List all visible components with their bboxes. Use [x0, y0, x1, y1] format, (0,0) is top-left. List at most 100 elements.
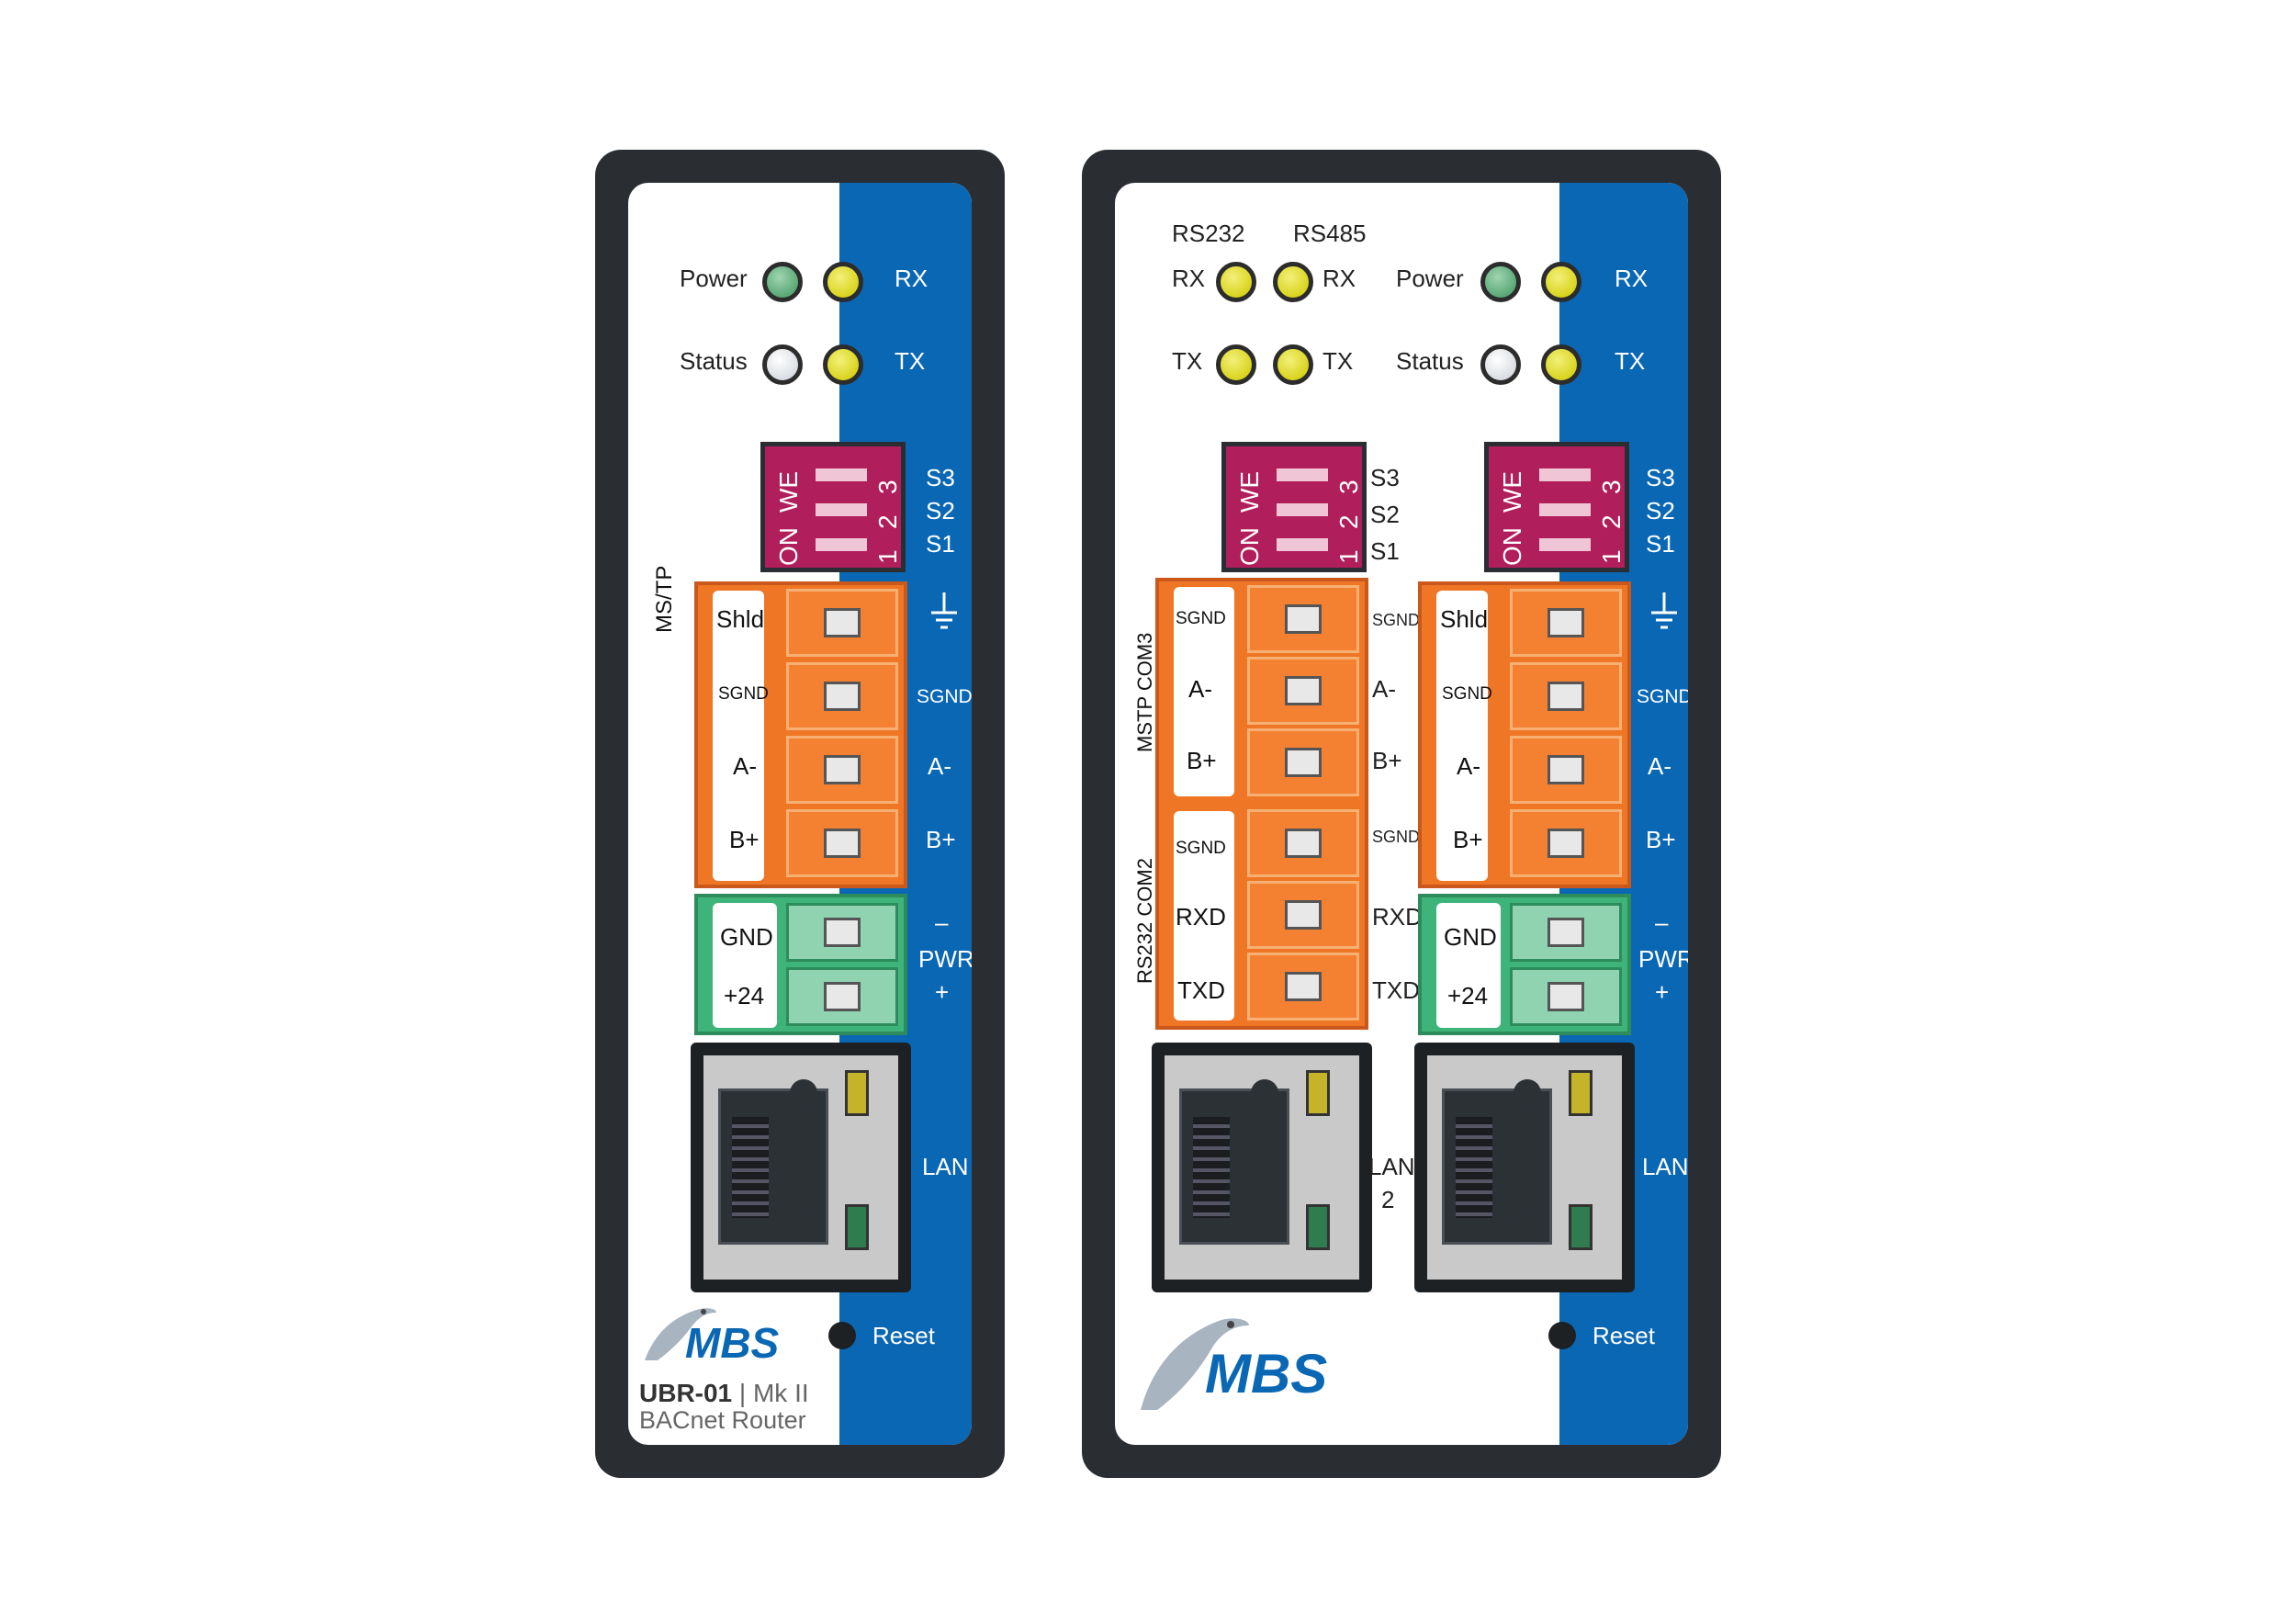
tx-led-2: [1541, 344, 1581, 385]
lan-link-led: [845, 1204, 869, 1250]
s2-label: S2: [926, 497, 955, 524]
dip2-switch-2[interactable]: [1539, 503, 1591, 516]
pwr-plus-label-2: +: [1655, 978, 1670, 1006]
dip2-switch-3[interactable]: [1539, 468, 1591, 481]
right-label-a-2: A-: [1648, 752, 1671, 780]
mstp-terminal-block: [694, 581, 907, 888]
lan2-port[interactable]: [1152, 1043, 1372, 1292]
com-dip-switch-2[interactable]: [1277, 503, 1328, 516]
dip-switch-3[interactable]: [816, 468, 867, 481]
dip2-num-2: 2: [1597, 514, 1626, 529]
com2-right-txd: TXD: [1372, 976, 1420, 1004]
com3-label-b: B+: [1187, 747, 1217, 774]
power-slot-gnd-2[interactable]: [1510, 903, 1622, 962]
pwr-label: PWR: [918, 945, 972, 973]
terminal-slot-shld-2[interactable]: [1510, 589, 1622, 657]
ground-icon-2: [1651, 592, 1677, 629]
s3-label: S3: [926, 464, 955, 491]
lan-activity-led: [845, 1070, 869, 1116]
dip-num-2: 2: [873, 514, 902, 529]
com-s1-label: S1: [1370, 537, 1400, 565]
dip-switch-2[interactable]: ON WE 1 2 3: [1484, 442, 1629, 572]
power-slot-24[interactable]: [786, 967, 898, 1026]
com-dip-switch-1[interactable]: [1277, 538, 1328, 551]
right-label-sgnd: SGND: [917, 686, 972, 707]
terminal-label-b: B+: [729, 826, 760, 853]
rx-led-2: [1541, 262, 1581, 302]
com2-slot-rxd[interactable]: [1247, 881, 1359, 949]
dip2-on-label: ON: [1498, 527, 1526, 566]
dip-switch-2[interactable]: [816, 503, 867, 516]
terminal-label-shld-2: Shld: [1440, 605, 1489, 633]
dip-on-label: ON: [774, 527, 803, 566]
com-dip-num-3: 3: [1334, 479, 1363, 494]
dip-switch-1[interactable]: [816, 538, 867, 551]
dip2-switch-1[interactable]: [1539, 538, 1591, 551]
power-slot-24-2[interactable]: [1510, 967, 1622, 1026]
rx-led-label: RX: [895, 265, 929, 292]
com2-slot-sgnd[interactable]: [1247, 809, 1359, 877]
com-dip-switch-3[interactable]: [1277, 468, 1328, 481]
s1-label: S1: [926, 530, 955, 558]
com2-right-sgnd: SGND: [1372, 828, 1421, 846]
lan-activity-led-2: [1569, 1070, 1593, 1116]
lan-link-led-2: [1569, 1204, 1593, 1250]
s1-label-2: S1: [1646, 530, 1675, 558]
lan-label-2: LAN: [1642, 1153, 1688, 1180]
bird-logo-icon: [645, 1308, 716, 1360]
bird-logo-icon-2: [1141, 1318, 1249, 1410]
terminal-slot-b[interactable]: [786, 809, 898, 877]
s2-label-2: S2: [1646, 497, 1675, 524]
terminal-label-a-2: A-: [1457, 752, 1480, 780]
terminal-slot-a-2[interactable]: [1510, 736, 1622, 804]
right-label-b: B+: [926, 826, 956, 853]
mstp-terminal-block-2: [1418, 581, 1631, 888]
terminal-slot-b-2[interactable]: [1510, 809, 1622, 877]
terminal-slot-shld[interactable]: [786, 589, 898, 657]
power-label-24-2: +24: [1447, 982, 1489, 1009]
reset-label-2: Reset: [1593, 1322, 1655, 1349]
com3-slot-b[interactable]: [1247, 728, 1359, 796]
power-slot-gnd[interactable]: [786, 903, 898, 962]
mstp-label-column-2: [1436, 591, 1488, 881]
right-label-a: A-: [928, 752, 951, 780]
terminal-label-shld: Shld: [716, 605, 765, 633]
reset-button-2[interactable]: [1548, 1322, 1576, 1349]
dip2-num-3: 3: [1597, 479, 1626, 494]
terminal-slot-a[interactable]: [786, 736, 898, 804]
com3-right-b: B+: [1372, 747, 1402, 774]
rs485-rx-led: [1273, 262, 1313, 302]
com-dip-switch[interactable]: ON WE 1 2 3: [1221, 442, 1367, 572]
terminal-slot-sgnd-2[interactable]: [1510, 662, 1622, 730]
s3-label-2: S3: [1646, 464, 1675, 491]
com2-slot-txd[interactable]: [1247, 953, 1359, 1021]
lan-port-2[interactable]: [1414, 1043, 1635, 1292]
mbs-logo-2: MBS: [1205, 1343, 1328, 1404]
com2-label-txd: TXD: [1177, 976, 1225, 1004]
model-subtitle: BACnet Router: [639, 1406, 806, 1434]
pwr-minus-label: –: [935, 908, 949, 936]
tx-led-label: TX: [895, 347, 926, 375]
dip-switch[interactable]: ON WE 1 2 3: [760, 442, 906, 572]
rs485-tx-led: [1273, 344, 1313, 385]
com2-port-label: RS232 COM2: [1133, 858, 1156, 984]
model-code: UBR-01: [639, 1379, 733, 1407]
terminal-slot-sgnd[interactable]: [786, 662, 898, 730]
terminal-label-sgnd: SGND: [718, 684, 769, 704]
reset-button[interactable]: [828, 1322, 856, 1349]
com3-slot-sgnd[interactable]: [1247, 585, 1359, 653]
power-label-column: [713, 903, 777, 1028]
terminal-label-b-2: B+: [1453, 826, 1483, 853]
mbs-logo: MBS: [685, 1319, 780, 1367]
lan-port[interactable]: [691, 1043, 911, 1292]
rs232-rx-led: [1216, 262, 1256, 302]
power-terminal-block: [694, 894, 907, 1035]
pwr-plus-label: +: [935, 978, 950, 1006]
com3-right-a: A-: [1372, 675, 1396, 703]
status-led-label-2: Status: [1396, 347, 1464, 375]
com-dip-on-label: ON: [1235, 527, 1264, 566]
rs232-rx-label: RX: [1172, 265, 1206, 292]
power-led: [762, 262, 803, 302]
lan2-activity-led: [1306, 1070, 1330, 1116]
com3-slot-a[interactable]: [1247, 657, 1359, 725]
